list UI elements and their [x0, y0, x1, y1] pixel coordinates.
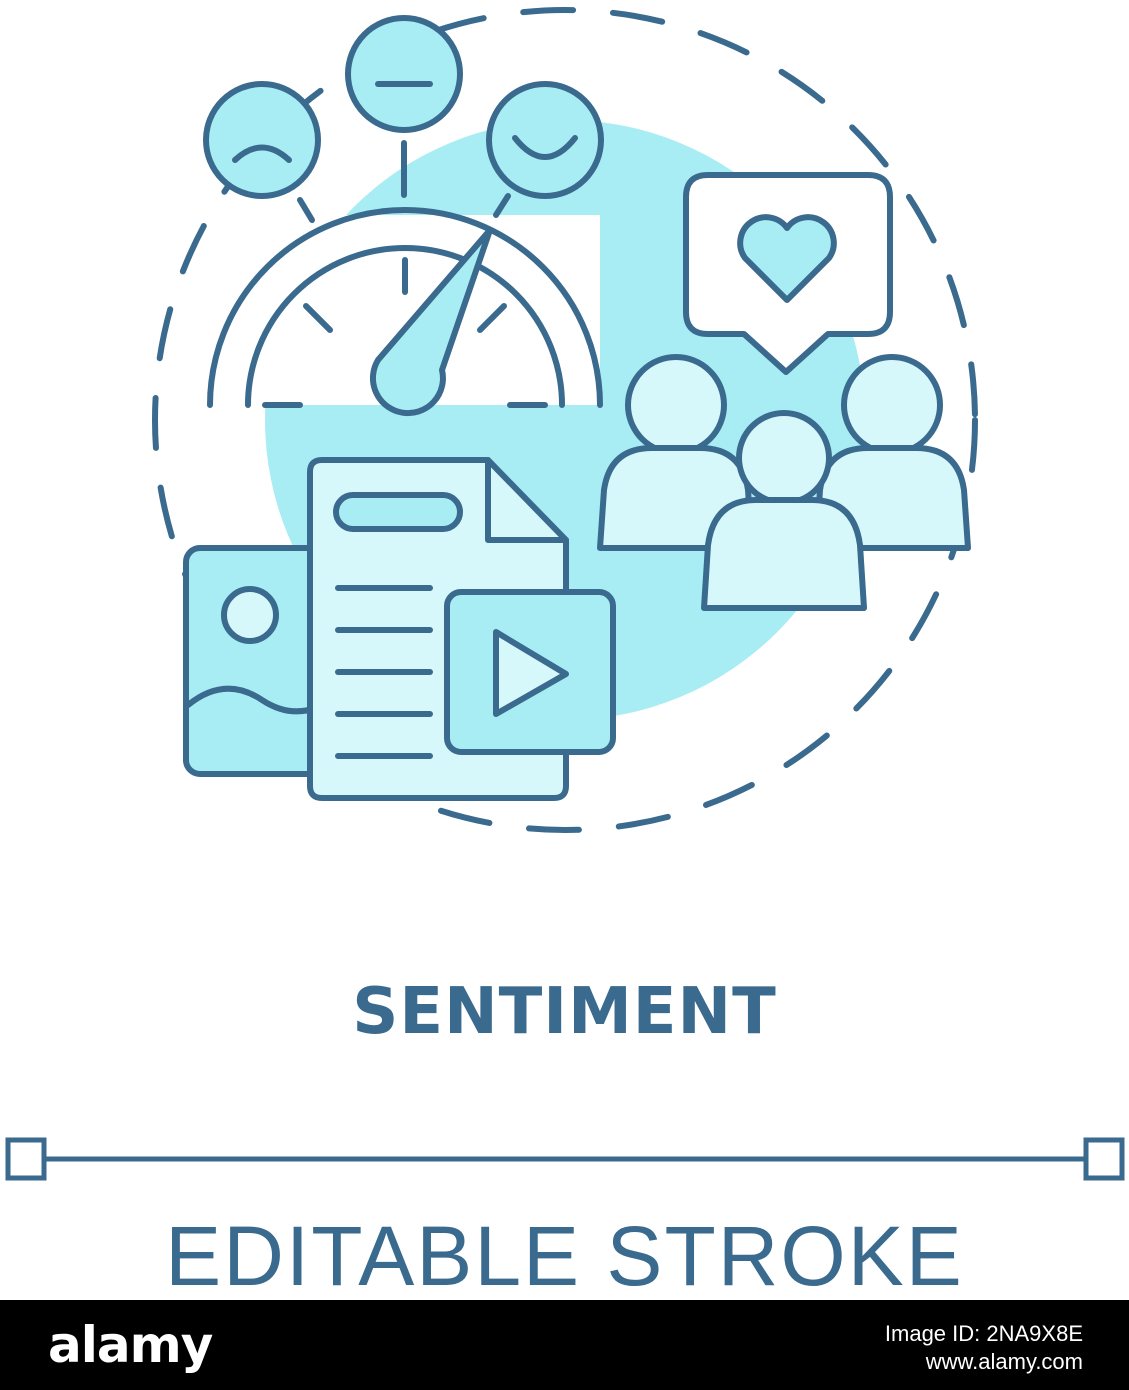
speedometer-gauge-icon [207, 140, 603, 417]
sad-face-icon [203, 81, 321, 199]
footer-info: Image ID: 2NA9X8E www.alamy.com [885, 1320, 1083, 1376]
video-card-icon [444, 589, 616, 755]
footer-bar: alamy Image ID: 2NA9X8E www.alamy.com [0, 1300, 1129, 1390]
alamy-logo: alamy [48, 1316, 213, 1374]
image-id: Image ID: 2NA9X8E [884, 1321, 1083, 1346]
concept-title: SENTIMENT [352, 975, 777, 1049]
sentiment-concept-icon [152, 7, 978, 833]
happy-face-icon [486, 81, 604, 199]
dashed-ring [152, 7, 978, 833]
neutral-face-icon [345, 15, 463, 133]
heart-speech-bubble-icon [683, 172, 893, 375]
site-url: www.alamy.com [925, 1349, 1083, 1374]
people-group-icon [597, 354, 971, 611]
editable-stroke-label: EDITABLE STROKE [165, 1209, 964, 1303]
right-anchor-handle [1083, 1137, 1125, 1181]
left-anchor-handle [5, 1137, 47, 1181]
editable-stroke-line [5, 1137, 1125, 1181]
